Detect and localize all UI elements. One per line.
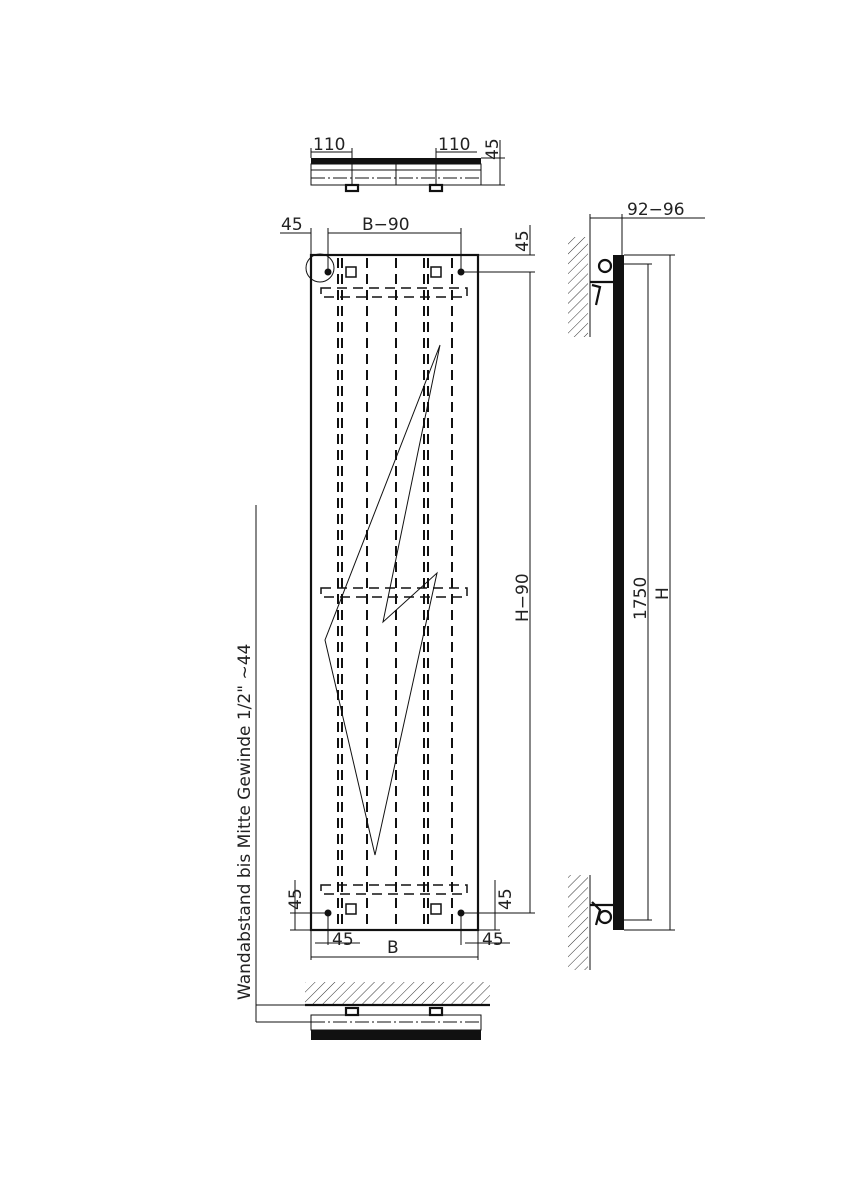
- dim-45-depth: 45: [483, 138, 503, 160]
- dim-45-left-offset: 45: [281, 215, 303, 235]
- dim-45-bottom-left-v: 45: [286, 888, 306, 910]
- dim-1750: 1750: [631, 577, 651, 620]
- top-view: 110 110 45: [310, 135, 505, 193]
- dim-92-96: 92−96: [627, 200, 685, 220]
- decor-pattern: [324, 344, 441, 856]
- dim-h-90: H−90: [513, 573, 533, 622]
- dim-45-top: 45: [513, 230, 533, 252]
- wall-distance-note: Wandabstand bis Mitte Gewinde 1/2" ~44: [235, 644, 255, 1000]
- dim-b: B: [387, 938, 399, 958]
- front-view: 45 B−90 45 H−90 45 45 45 45 B: [280, 215, 535, 960]
- dim-45-bottom-right-h: 45: [482, 930, 504, 950]
- dim-110-left: 110: [313, 135, 345, 155]
- side-view: 92−96 1750 H: [568, 200, 705, 970]
- dim-h: H: [653, 587, 673, 600]
- dim-45-bottom-left-h: 45: [332, 930, 354, 950]
- dim-b-90: B−90: [362, 215, 410, 235]
- bottom-view: Wandabstand bis Mitte Gewinde 1/2" ~44: [235, 505, 490, 1040]
- dim-45-bottom-right-v: 45: [496, 888, 516, 910]
- dim-110-right: 110: [438, 135, 470, 155]
